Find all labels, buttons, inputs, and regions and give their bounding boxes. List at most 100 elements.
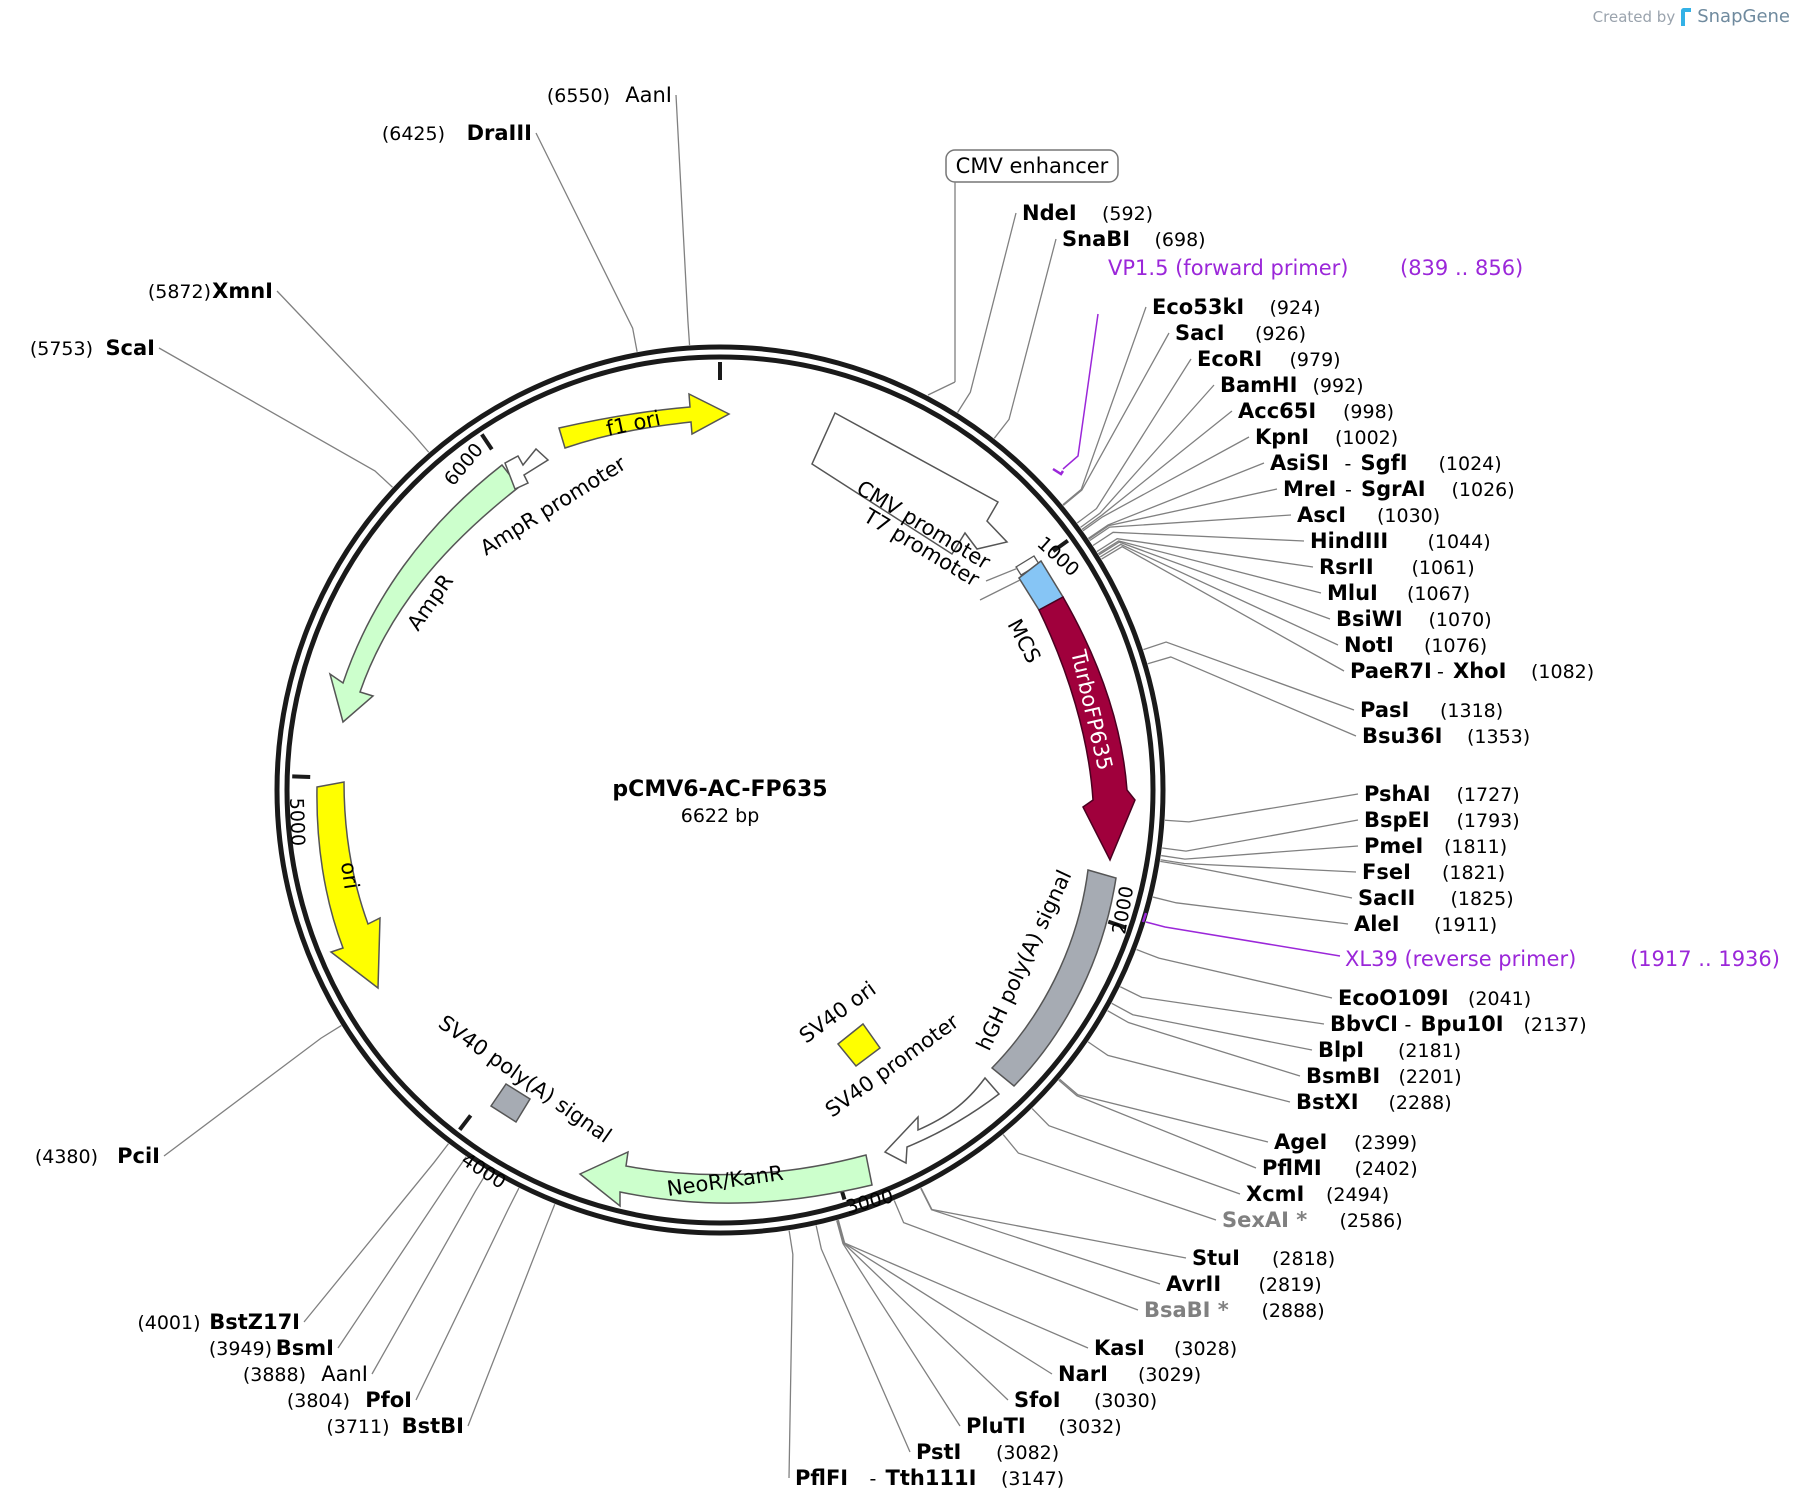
primer-marks [1052,313,1341,957]
site-name-nari[interactable]: NarI [1058,1362,1108,1386]
site-name-sgrai[interactable]: SgrAI [1361,477,1426,501]
site-name-xmni[interactable]: XmnI [212,279,273,303]
site-name-sexai[interactable]: SexAI * [1222,1208,1307,1232]
site-pos-snabi: (698) [1155,229,1206,251]
leader-xmni-50 [276,290,430,453]
site-name-pmei[interactable]: PmeI [1364,834,1423,858]
site-name-snabi[interactable]: SnaBI [1062,227,1130,251]
sv40-promoter-arrow[interactable] [883,1076,1001,1165]
f1-ori-arrow[interactable] [558,392,731,449]
tick-1000 [1052,539,1070,553]
site-name-bamhi[interactable]: BamHI [1220,373,1297,397]
site-name-bsmi[interactable]: BsmI [276,1336,334,1360]
site-name-fsei[interactable]: FseI [1362,860,1411,884]
leader-bsiwi-14 [1098,541,1331,620]
xl39-primer-mark[interactable] [1141,912,1148,923]
site-name-pasi[interactable]: PasI [1360,698,1409,722]
leader-lines [158,94,1359,1479]
site-name-bsabi[interactable]: BsaBI * [1144,1298,1229,1322]
site-name-bsiwi[interactable]: BsiWI [1336,607,1403,631]
credit-prefix: Created by [1592,7,1676,26]
site-name-saci[interactable]: SacI [1175,321,1225,345]
site-name-bstxi[interactable]: BstXI [1296,1090,1359,1114]
site-name-pflmi[interactable]: PflMI [1262,1156,1322,1180]
site-name-noti[interactable]: NotI [1344,633,1394,657]
backbone-inner-ring [284,354,1156,1226]
site-pos-acc65i: (998) [1343,401,1394,423]
site-name-tth111i[interactable]: Tth111I [886,1466,977,1490]
sv40-ori-box[interactable] [836,1022,882,1068]
site-name-bbvci[interactable]: BbvCI [1330,1012,1398,1036]
site-name-ecoo109i[interactable]: EcoO109I [1338,986,1449,1010]
site-name-bsmbi[interactable]: BsmBI [1306,1064,1380,1088]
site-name-draiii[interactable]: DraIII [467,121,532,145]
site-name-kasi[interactable]: KasI [1094,1336,1145,1360]
site-pos-mlui: (1067) [1407,583,1470,605]
site-name-pfoi[interactable]: PfoI [365,1388,412,1412]
site-name-ecori[interactable]: EcoRI [1197,347,1262,371]
site-name-aani[interactable]: AanI [321,1362,368,1386]
site-name-pflfi[interactable]: PflFI [795,1466,848,1490]
site-name-hindiii[interactable]: HindIII [1310,529,1388,553]
site-name-agei[interactable]: AgeI [1274,1130,1327,1154]
site-pos-bsmbi: (2201) [1399,1066,1462,1088]
site-name-eco53ki[interactable]: Eco53kI [1152,295,1244,319]
turbofp635-arrow[interactable] [1038,595,1136,862]
leader-bstbi-43 [467,1204,556,1427]
site-name-blpi[interactable]: BlpI [1318,1038,1364,1062]
site-name-bstz17i[interactable]: BstZ17I [209,1310,300,1334]
site-name-mlui[interactable]: MluI [1327,581,1378,605]
site-name-psti[interactable]: PstI [916,1440,961,1464]
site-name-xcmi[interactable]: XcmI [1246,1182,1304,1206]
site-name-sfoi[interactable]: SfoI [1014,1388,1061,1412]
site-name-avrii[interactable]: AvrII [1166,1272,1221,1296]
site-name-rsrii[interactable]: RsrII [1319,555,1374,579]
site-pos-blpi: (2181) [1398,1040,1461,1062]
cmv-promoter-arrow[interactable] [811,411,1009,556]
leader-pmei-21 [1161,845,1359,860]
site-name-bpu10i[interactable]: Bpu10I [1421,1012,1504,1036]
site-pos-aani: (3888) [243,1364,306,1386]
site-name-sacii[interactable]: SacII [1358,886,1415,910]
leader-alei-24 [1152,896,1349,925]
neor-kanr-arrow[interactable] [578,1150,873,1208]
site-name-bsu36i[interactable]: Bsu36I [1362,724,1443,748]
features [316,392,1136,1208]
leader-bamhi-5 [1080,384,1215,528]
site-name-pshai[interactable]: PshAI [1364,782,1431,806]
hgh-polya-signal-box[interactable] [990,869,1117,1088]
site-pos-asisi: (1024) [1439,453,1502,475]
site-name-stui[interactable]: StuI [1192,1246,1240,1270]
site-name-bstbi[interactable]: BstBI [402,1414,464,1438]
leader-bstxi-29 [1087,1041,1291,1103]
tick-label-5000: 5000 [285,797,309,846]
site-pos-alei: (1911) [1434,914,1497,936]
ampr-promoter-arrow[interactable] [504,447,550,491]
ori-arrow[interactable] [316,781,381,990]
vp15-primer-mark[interactable] [1052,467,1065,476]
cmv-enhancer-box[interactable] [945,149,1119,183]
ampr-arrow[interactable] [328,463,521,724]
leader-xcmi-32 [1031,1108,1241,1195]
site-name-kpni[interactable]: KpnI [1255,425,1309,449]
site-pos-agei: (2399) [1354,1132,1417,1154]
leader-sexai-33 [1002,1134,1217,1221]
site-name-pluti[interactable]: PluTI [966,1414,1026,1438]
leader-pcii-48 [163,1025,342,1157]
site-name-asci[interactable]: AscI [1297,503,1346,527]
site-name-ndei[interactable]: NdeI [1022,201,1077,225]
site-name-bspei[interactable]: BspEI [1364,808,1430,832]
site-name-aani[interactable]: AanI [625,83,672,107]
sv40-polya-signal-box[interactable] [489,1082,532,1124]
site-name-asisi[interactable]: AsiSI [1270,451,1329,475]
site-pos-psti: (3082) [996,1442,1059,1464]
site-name-paer7i[interactable]: PaeR7I [1350,659,1432,683]
site-name-alei[interactable]: AleI [1354,912,1400,936]
site-name-xhoi[interactable]: XhoI [1453,659,1506,683]
site-name-mrei[interactable]: MreI [1283,477,1336,501]
site-name-pcii[interactable]: PciI [117,1144,160,1168]
site-name-acc65i[interactable]: Acc65I [1238,399,1316,423]
site-name-sgfi[interactable]: SgfI [1361,451,1408,475]
leader-asisi-8 [1087,462,1265,540]
site-name-scai[interactable]: ScaI [105,336,155,360]
